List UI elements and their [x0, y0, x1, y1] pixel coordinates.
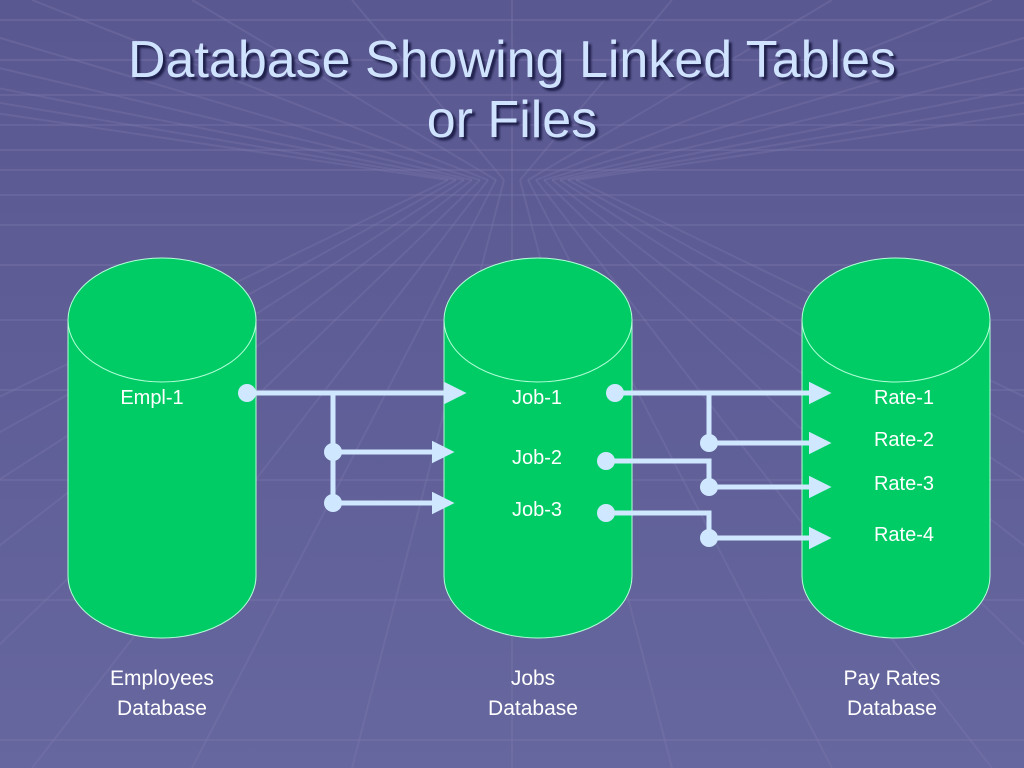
employees-database-label: Employees Database	[52, 664, 272, 724]
record-rate-4: Rate-4	[874, 524, 934, 546]
link-dot-job3-branch	[324, 494, 342, 512]
record-empl-1: Empl-1	[120, 387, 183, 409]
employees-label-line-2: Database	[117, 697, 207, 720]
record-rate-2: Rate-2	[874, 429, 934, 451]
link-dot-job2-branch	[324, 443, 342, 461]
title-line-1: Database Showing Linked Tables	[127, 31, 896, 89]
record-job-1: Job-1	[512, 387, 562, 409]
jobs-label-line-1: Jobs	[510, 667, 556, 690]
employees-label-line-1: Employees	[110, 667, 214, 690]
employees-database-cylinder	[67, 257, 257, 639]
link-dot-rate3-branch	[700, 478, 718, 496]
link-dot-empl1	[238, 384, 256, 402]
pay-rates-database-label: Pay Rates Database	[782, 664, 1002, 724]
jobs-label-line-2: Database	[488, 697, 578, 720]
link-dot-job3	[597, 504, 615, 522]
pay-rates-database-cylinder	[801, 257, 991, 639]
link-dot-rate2-branch	[700, 434, 718, 452]
title-line-2: or Files	[426, 91, 598, 149]
jobs-database-label: Jobs Database	[423, 664, 643, 724]
links-employees-to-jobs	[247, 381, 467, 515]
links-jobs-to-rates	[606, 381, 832, 550]
pay-rates-label-line-2: Database	[847, 697, 937, 720]
link-dot-job1	[606, 384, 624, 402]
slide-title: Database Showing Linked Tables or Files	[0, 30, 1024, 150]
jobs-database-cylinder	[443, 257, 633, 639]
record-rate-1: Rate-1	[874, 387, 934, 409]
record-job-2: Job-2	[512, 447, 562, 469]
link-dot-job2	[597, 452, 615, 470]
pay-rates-label-line-1: Pay Rates	[843, 667, 941, 690]
record-job-3: Job-3	[512, 499, 562, 521]
record-rate-3: Rate-3	[874, 473, 934, 495]
link-dot-rate4-branch	[700, 529, 718, 547]
